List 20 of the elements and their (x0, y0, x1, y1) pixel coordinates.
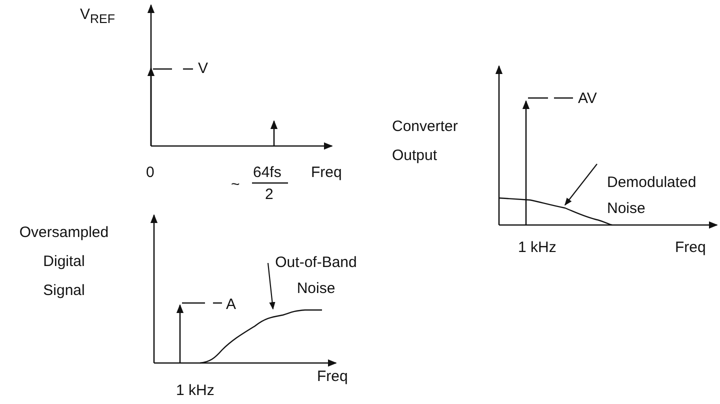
axis-label: Converter Output (392, 117, 459, 166)
level-label: A (226, 296, 236, 314)
leader-line (267, 262, 276, 310)
axis-label: Freq (317, 368, 348, 386)
axis-label: Oversampled Digital Signal (18, 223, 110, 301)
level-label: AV (578, 90, 597, 108)
tick-label: 0 (146, 164, 154, 182)
axis-label: Freq (675, 239, 706, 257)
callout-text: Out-of-Band Noise (265, 250, 367, 302)
tick-label: 1 kHz (176, 382, 214, 400)
noise-curve (200, 309, 322, 364)
axis-label: V$_{REF}$ (80, 6, 116, 28)
level-label: V (198, 60, 208, 78)
tilde-sign: ~ (231, 176, 240, 194)
axis-label: Freq (311, 164, 342, 182)
callout-text: Demodulated Noise (607, 170, 719, 222)
tick-label: 1 kHz (518, 239, 556, 257)
tick-label: 64fs (253, 164, 282, 182)
leader-line (564, 164, 598, 206)
tick-label: 2 (265, 186, 274, 204)
